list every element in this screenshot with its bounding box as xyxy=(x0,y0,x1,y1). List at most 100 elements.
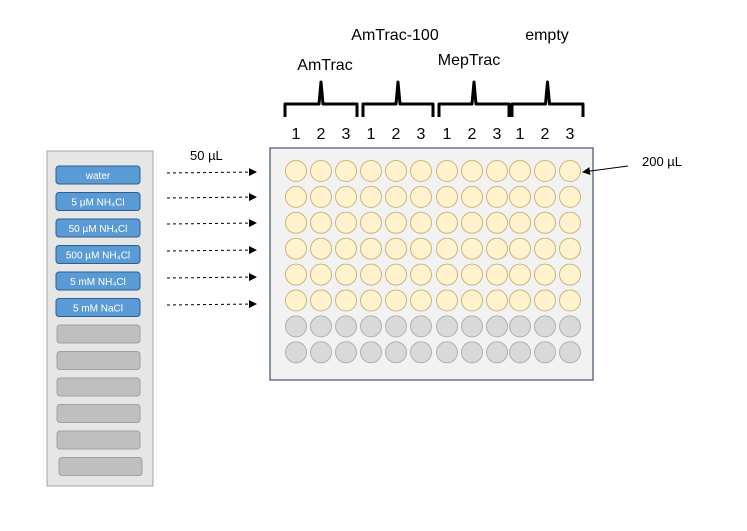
reagent-tube: 500 µM NH₄Cl xyxy=(55,245,141,264)
reagent-tube: 5 mM NaCl xyxy=(55,298,141,317)
well-empty xyxy=(461,315,483,338)
well-filled xyxy=(559,263,581,286)
well-filled xyxy=(559,160,581,182)
well-filled xyxy=(461,211,483,234)
well-empty xyxy=(509,341,531,364)
well-filled xyxy=(410,185,432,208)
well-filled xyxy=(534,263,556,286)
group-brace xyxy=(437,80,511,117)
well-filled xyxy=(385,289,407,312)
well-filled xyxy=(310,289,332,312)
well-filled xyxy=(360,289,382,312)
well-filled xyxy=(310,237,332,260)
well-empty xyxy=(486,315,508,338)
reagent-slot xyxy=(55,298,141,317)
well-filled xyxy=(310,185,332,208)
well-filled xyxy=(509,185,531,208)
well-filled xyxy=(559,211,581,234)
column-number: 3 xyxy=(342,126,351,143)
well-filled xyxy=(461,185,483,208)
group-brace xyxy=(510,80,585,117)
well-empty xyxy=(559,341,581,364)
well-filled xyxy=(534,160,556,182)
reagent-slot xyxy=(55,218,141,238)
well-empty xyxy=(360,315,382,338)
reagent-label: 5 µM NH₄Cl xyxy=(71,198,124,209)
well-empty xyxy=(534,341,556,364)
reagent-tube: 5 µM NH₄Cl xyxy=(55,192,141,211)
well-filled xyxy=(360,185,382,208)
well-filled xyxy=(461,237,483,260)
well-filled xyxy=(534,185,556,208)
empty-reagent-slot xyxy=(56,324,141,344)
well-filled xyxy=(436,263,458,286)
well-empty xyxy=(335,341,357,364)
well-filled xyxy=(335,160,357,182)
well-empty xyxy=(436,315,458,338)
well-filled xyxy=(509,160,531,182)
well-filled xyxy=(534,237,556,260)
reagent-label: 5 mM NaCl xyxy=(73,304,123,315)
empty-reagent-slot xyxy=(56,404,141,423)
well-filled xyxy=(385,160,407,182)
well-filled xyxy=(410,160,432,182)
empty-reagent-slot xyxy=(56,430,141,450)
reagent-slot xyxy=(55,192,141,211)
well-filled xyxy=(436,289,458,312)
reagent-label: 500 µM NH₄Cl xyxy=(66,251,130,262)
well-filled xyxy=(461,263,483,286)
well-empty xyxy=(310,315,332,338)
well-filled xyxy=(559,289,581,312)
well-filled xyxy=(534,211,556,234)
column-number: 3 xyxy=(493,126,502,143)
column-number: 3 xyxy=(566,126,575,143)
reagent-label: 5 mM NH₄Cl xyxy=(70,277,126,288)
well-filled xyxy=(436,185,458,208)
well-filled xyxy=(310,160,332,182)
well-filled xyxy=(486,237,508,260)
well-filled xyxy=(486,160,508,182)
reagent-label: 50 µM NH₄Cl xyxy=(69,224,128,235)
transfer-arrow xyxy=(166,246,257,255)
transfer-arrows xyxy=(166,168,257,309)
column-number: 2 xyxy=(317,126,326,143)
group-label: AmTrac-100 xyxy=(351,27,439,44)
group-brace xyxy=(283,80,359,117)
reagent-label: water xyxy=(85,171,111,182)
well-filled xyxy=(285,263,307,286)
well-filled xyxy=(559,185,581,208)
well-filled xyxy=(410,211,432,234)
well-filled xyxy=(360,160,382,182)
well-filled xyxy=(486,289,508,312)
well-filled xyxy=(285,160,307,182)
reagent-slot xyxy=(56,430,141,450)
well-filled xyxy=(335,263,357,286)
group-label: empty xyxy=(525,27,569,44)
well-empty xyxy=(385,315,407,338)
transfer-arrow xyxy=(166,193,257,202)
well-filled xyxy=(509,237,531,260)
reagent-tube: 5 mM NH₄Cl xyxy=(55,271,141,291)
reagent-list: water 5 µM NH₄Cl 50 µM NH₄Cl 500 µM NH₄Cl 5 … xyxy=(55,165,143,476)
well-filled xyxy=(385,263,407,286)
empty-reagent-slot xyxy=(56,377,141,397)
well-filled xyxy=(310,211,332,234)
transfer-arrow xyxy=(166,300,257,309)
well-filled xyxy=(486,263,508,286)
well-empty xyxy=(385,341,407,364)
well-empty xyxy=(410,341,432,364)
well-filled xyxy=(360,237,382,260)
transfer-volume-label: 50 µL xyxy=(190,148,223,163)
well-filled xyxy=(486,211,508,234)
well-filled xyxy=(410,289,432,312)
reagent-slot xyxy=(55,271,141,291)
well-empty xyxy=(285,315,307,338)
well-filled xyxy=(285,237,307,260)
group-brace xyxy=(361,80,435,117)
well-empty xyxy=(509,315,531,338)
transfer-arrow xyxy=(166,219,257,228)
well-filled xyxy=(385,211,407,234)
well-filled xyxy=(385,237,407,260)
